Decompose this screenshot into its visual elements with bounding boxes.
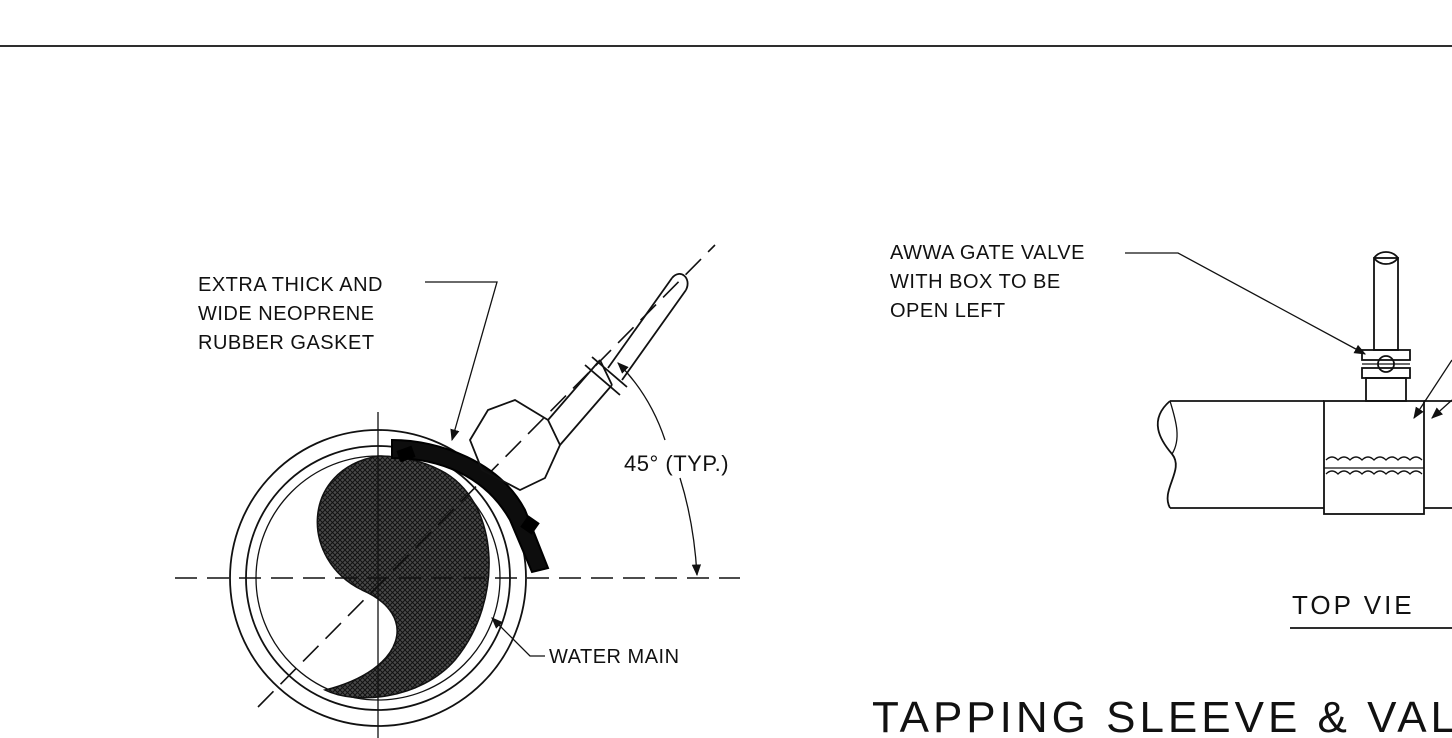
valve-label-line-3: OPEN LEFT — [890, 300, 1006, 322]
valve-neck — [1365, 377, 1407, 402]
water-fill-hatch — [316, 455, 490, 699]
pipe-break-curl — [1169, 400, 1178, 455]
angle-arc-lower — [679, 477, 702, 577]
sleeve-weld-lower — [1325, 470, 1423, 475]
gasket-lug-top — [396, 445, 416, 463]
angle-arc-upper — [617, 362, 666, 441]
valve-flange-lower — [1361, 367, 1411, 379]
gasket-label-line-3: RUBBER GASKET — [198, 332, 375, 354]
valve-leader — [1125, 252, 1367, 355]
top-view-label: TOP VIE — [1292, 590, 1415, 620]
valve-stem-top — [1373, 257, 1399, 351]
valve-stem — [547, 359, 613, 446]
sleeve-weld-upper — [1325, 456, 1423, 461]
gasket-label-line-1: EXTRA THICK AND — [198, 274, 383, 296]
leader-right-2 — [1431, 399, 1452, 419]
valve-assembly — [468, 273, 689, 492]
extension-rod — [607, 277, 687, 381]
gasket-label-line-2: WIDE NEOPRENE — [198, 303, 375, 325]
main-pipe-outline — [1170, 400, 1324, 509]
gasket-lug-side — [520, 515, 540, 535]
gasket-leader — [425, 281, 498, 442]
top-view: AWWA GATE VALVE WITH BOX TO BE OPEN LEFT… — [890, 242, 1452, 629]
leader-right-1 — [1413, 359, 1452, 419]
valve-flange-upper — [1361, 349, 1411, 361]
water-main-leader — [491, 617, 545, 657]
pipe-break-end — [1156, 400, 1177, 509]
rod-cut-end — [671, 273, 689, 291]
drawing-title: TAPPING SLEEVE & VAL — [872, 693, 1452, 738]
stem-cut-end — [1373, 251, 1400, 265]
angle-label: 45° (TYP.) — [624, 451, 729, 476]
section-view: EXTRA THICK AND WIDE NEOPRENE RUBBER GAS… — [175, 244, 740, 738]
water-main-label: WATER MAIN — [549, 646, 680, 668]
valve-label-line-1: AWWA GATE VALVE — [890, 242, 1085, 264]
valve-stem-collar — [584, 356, 628, 396]
tapping-sleeve-body — [1323, 400, 1425, 515]
valve-label-line-2: WITH BOX TO BE — [890, 271, 1061, 293]
